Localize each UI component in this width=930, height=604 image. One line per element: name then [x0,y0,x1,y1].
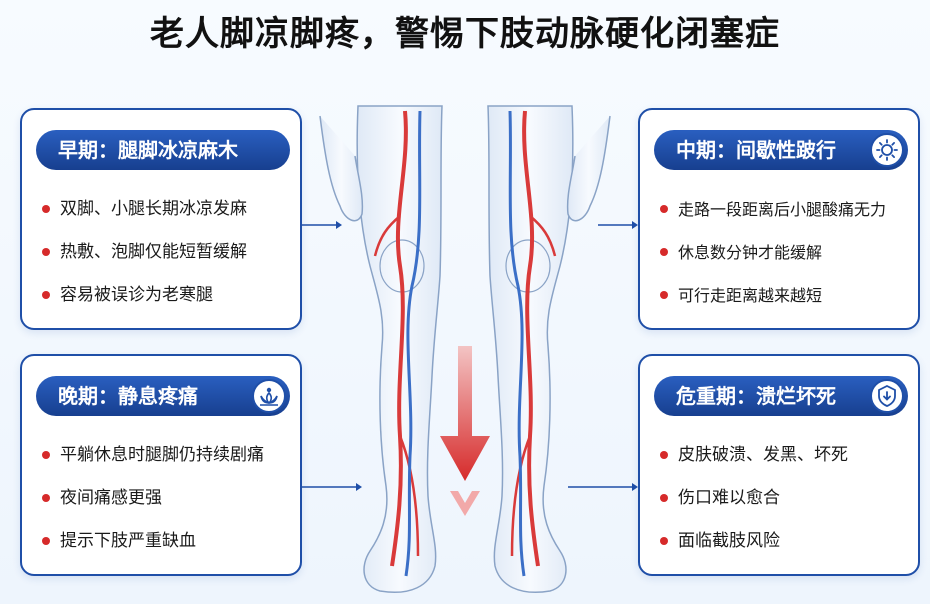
shield-icon [870,379,904,413]
down-arrow-icon [440,346,490,481]
list-item: 提示下肢严重缺血 [42,520,264,563]
stage-pill-middle: 中期：间歇性跛行 [654,130,908,170]
left-vein [404,110,422,577]
right-vein [508,110,526,577]
list-item: 皮肤破溃、发黑、坏死 [660,434,848,477]
list-item: 休息数分钟才能缓解 [660,231,886,274]
list-item: 平躺休息时腿脚仍持续剧痛 [42,434,264,477]
list-item: 伤口难以愈合 [660,477,848,520]
sun-icon [870,133,904,167]
stage-pill-critical: 危重期：溃烂坏死 [654,376,908,416]
left-artery-branch [373,215,420,557]
arrow-middle [598,221,638,229]
list-item: 可行走距离越来越短 [660,274,886,317]
card-late-stage: 晚期：静息疼痛 平躺休息时腿脚仍持续剧痛 夜间痛感更强 提示下肢严重缺血 [20,354,302,576]
critical-symptom-list: 皮肤破溃、发黑、坏死 伤口难以愈合 面临截肢风险 [660,434,848,563]
stage-label-critical: 危重期：溃烂坏死 [676,384,836,408]
right-artery [522,110,540,567]
middle-symptom-list: 走路一段距离后小腿酸痛无力 休息数分钟才能缓解 可行走距离越来越短 [660,188,886,317]
left-artery [390,110,408,567]
early-symptom-list: 双脚、小腿长期冰凉发麻 热敷、泡脚仅能短暂缓解 容易被误诊为老寒腿 [42,188,247,317]
page-title: 老人脚凉脚疼，警惕下肢动脉硬化闭塞症 [150,14,780,54]
left-hand [319,115,364,222]
list-item: 面临截肢风险 [660,520,848,563]
list-item: 双脚、小腿长期冰凉发麻 [42,188,247,231]
card-early-stage: 早期：腿脚冰凉麻木 双脚、小腿长期冰凉发麻 热敷、泡脚仅能短暂缓解 容易被误诊为… [20,108,302,330]
lotus-icon [252,379,286,413]
right-artery-branch [510,215,557,557]
list-item: 容易被误诊为老寒腿 [42,274,247,317]
stage-label-middle: 中期：间歇性跛行 [676,138,836,162]
stage-label-early: 早期：腿脚冰凉麻木 [36,130,290,170]
arrow-late [302,483,362,491]
stage-pill-late: 晚期：静息疼痛 [36,376,290,416]
arrow-early [302,221,342,229]
legs-illustration [319,105,611,593]
late-symptom-list: 平躺休息时腿脚仍持续剧痛 夜间痛感更强 提示下肢严重缺血 [42,434,264,563]
stage-label-late: 晚期：静息疼痛 [58,384,198,408]
list-item: 走路一段距离后小腿酸痛无力 [660,188,886,231]
card-middle-stage: 中期：间歇性跛行 走路一段距离后小腿酸痛无力 休息数分钟才能缓解 可行走距离越来… [638,108,920,330]
arrow-critical [568,483,638,491]
down-chevron-icon [450,491,480,516]
list-item: 热敷、泡脚仅能短暂缓解 [42,231,247,274]
card-critical-stage: 危重期：溃烂坏死 皮肤破溃、发黑、坏死 伤口难以愈合 面临截肢风险 [638,354,920,576]
right-hand [566,115,611,222]
list-item: 夜间痛感更强 [42,477,264,520]
